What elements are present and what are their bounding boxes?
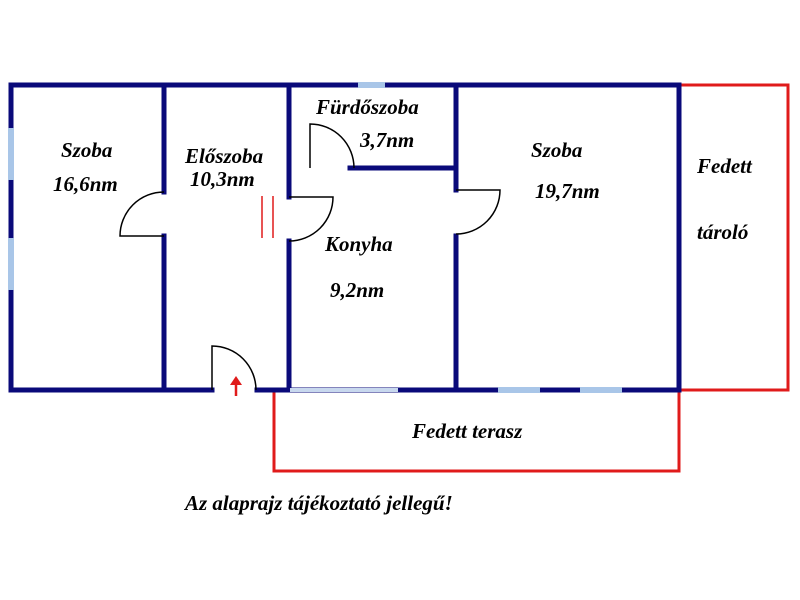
room-furdoszoba-name: Fürdőszoba — [315, 95, 419, 119]
covered-storage-outline — [679, 83, 790, 392]
door-szoba-right — [455, 189, 501, 235]
room-eloszoba-name: Előszoba — [184, 144, 263, 168]
storage-label-line2: tároló — [697, 220, 748, 244]
door-szoba-left — [119, 191, 165, 237]
covered-terrace-outline — [272, 390, 681, 473]
disclaimer-note: Az alaprajz tájékoztató jellegű! — [183, 491, 453, 515]
room-szoba-left-name: Szoba — [61, 138, 112, 162]
room-szoba-right-name: Szoba — [531, 138, 582, 162]
room-eloszoba-area: 10,3nm — [190, 167, 255, 191]
room-konyha-name: Konyha — [324, 232, 393, 256]
door-konyha — [288, 196, 334, 242]
room-szoba-left-area: 16,6nm — [53, 172, 118, 196]
door-entrance — [211, 345, 257, 391]
terrace-label: Fedett terasz — [411, 419, 523, 443]
room-furdoszoba-area: 3,7nm — [359, 128, 414, 152]
room-szoba-right-area: 19,7nm — [535, 179, 600, 203]
room-konyha-area: 9,2nm — [330, 278, 384, 302]
entrance-arrow-icon — [230, 376, 242, 396]
storage-label-line1: Fedett — [696, 154, 753, 178]
door-furdoszoba — [309, 123, 355, 169]
